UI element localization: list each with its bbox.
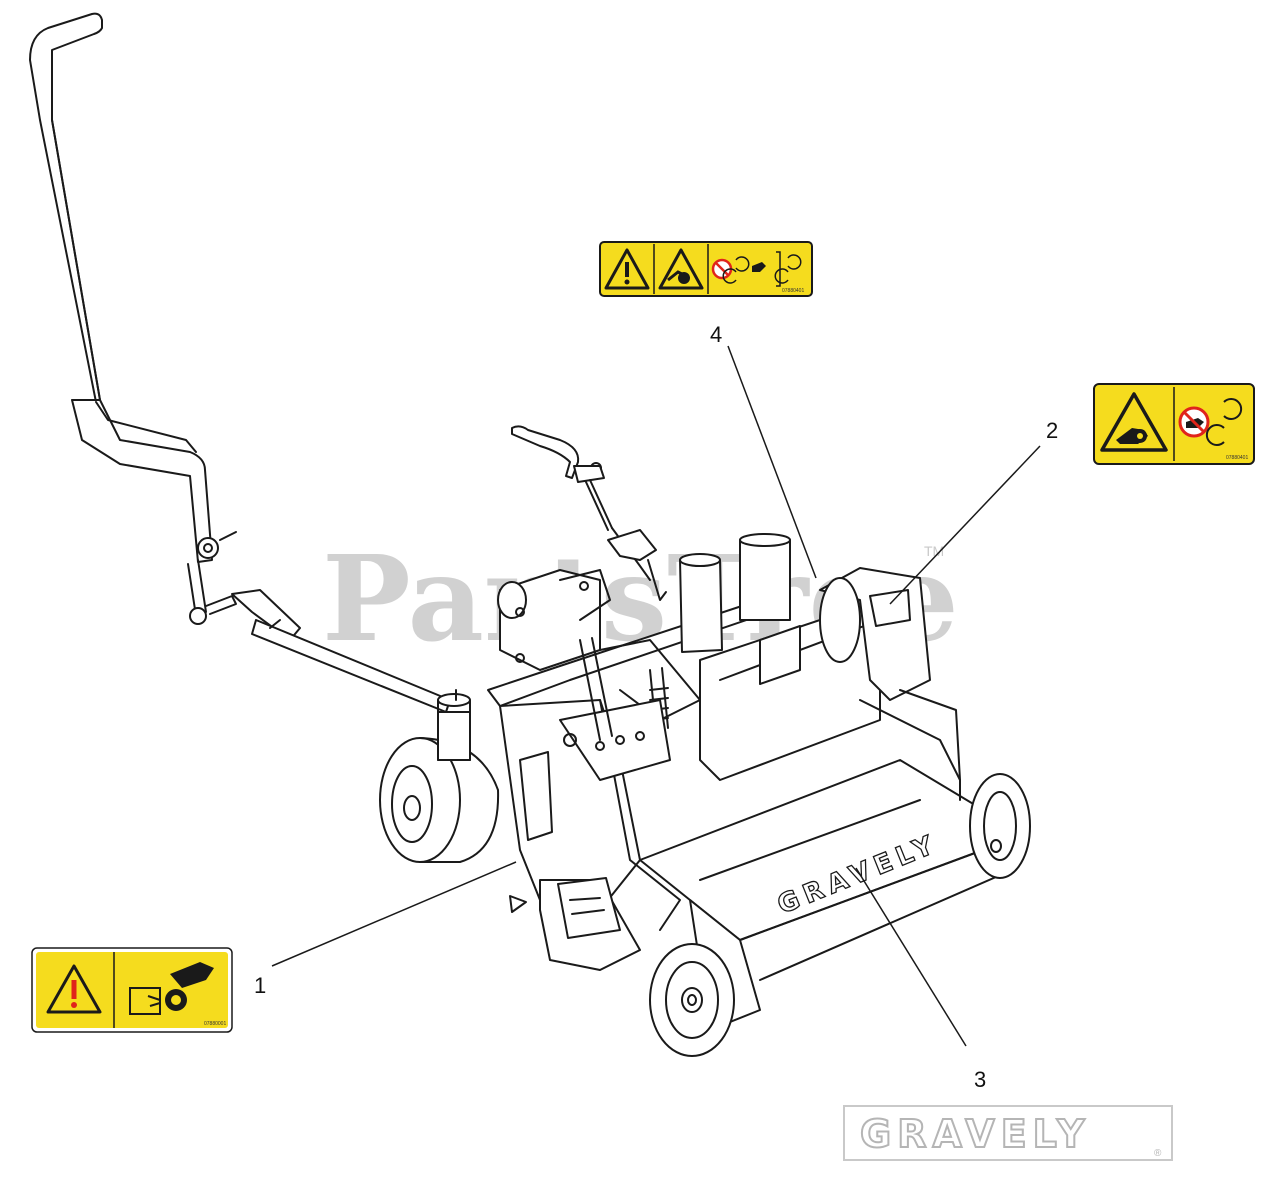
decal-1-code: 07880001 <box>204 1021 226 1027</box>
decal-1: 07880001 <box>31 947 233 1033</box>
decal-4-code: 07880401 <box>782 288 804 294</box>
watermark-trademark: TM <box>924 543 944 559</box>
decal-2-code: 07880401 <box>1226 455 1248 461</box>
front-right-wheel <box>969 773 1031 879</box>
callout-3: 3 <box>974 1067 986 1092</box>
top-cylinders <box>649 533 791 731</box>
leader-line-3 <box>855 867 967 1047</box>
entanglement-hazard-icon <box>658 248 704 290</box>
leader-line-1 <box>271 861 517 967</box>
footer-logo: GRAVELY ® <box>843 1105 1173 1161</box>
hand-entanglement-hazard-icon <box>1100 392 1168 452</box>
callout-2: 2 <box>1046 418 1058 443</box>
front-left-wheel <box>649 943 735 1057</box>
callout-labels: 1 2 3 4 <box>254 322 1058 1092</box>
callout-4: 4 <box>710 322 722 347</box>
belt-guard <box>819 567 931 701</box>
callout-1: 1 <box>254 973 266 998</box>
decal-2: 07880401 <box>1093 383 1255 465</box>
linkage-arm <box>559 637 671 781</box>
no-hands-rotation-icon <box>711 251 802 287</box>
warning-triangle-icon <box>604 248 650 290</box>
left-caster-wheel <box>379 689 500 863</box>
no-hands-rotation-icon-2 <box>1178 398 1243 446</box>
control-lever <box>511 425 667 601</box>
decal-4: 07880401 <box>599 241 813 297</box>
warning-triangle-red-icon <box>46 964 102 1014</box>
tow-bar <box>231 589 451 713</box>
registered-mark: ® <box>1154 1148 1162 1159</box>
footer-logo-text: GRAVELY <box>860 1112 1090 1156</box>
leader-lines <box>271 345 1041 1047</box>
machine-drawing <box>29 12 1031 1057</box>
leader-line-2 <box>889 445 1041 605</box>
crush-hazard-gear-icon <box>129 962 214 1015</box>
leader-line-4 <box>727 345 817 579</box>
handle <box>29 12 237 625</box>
